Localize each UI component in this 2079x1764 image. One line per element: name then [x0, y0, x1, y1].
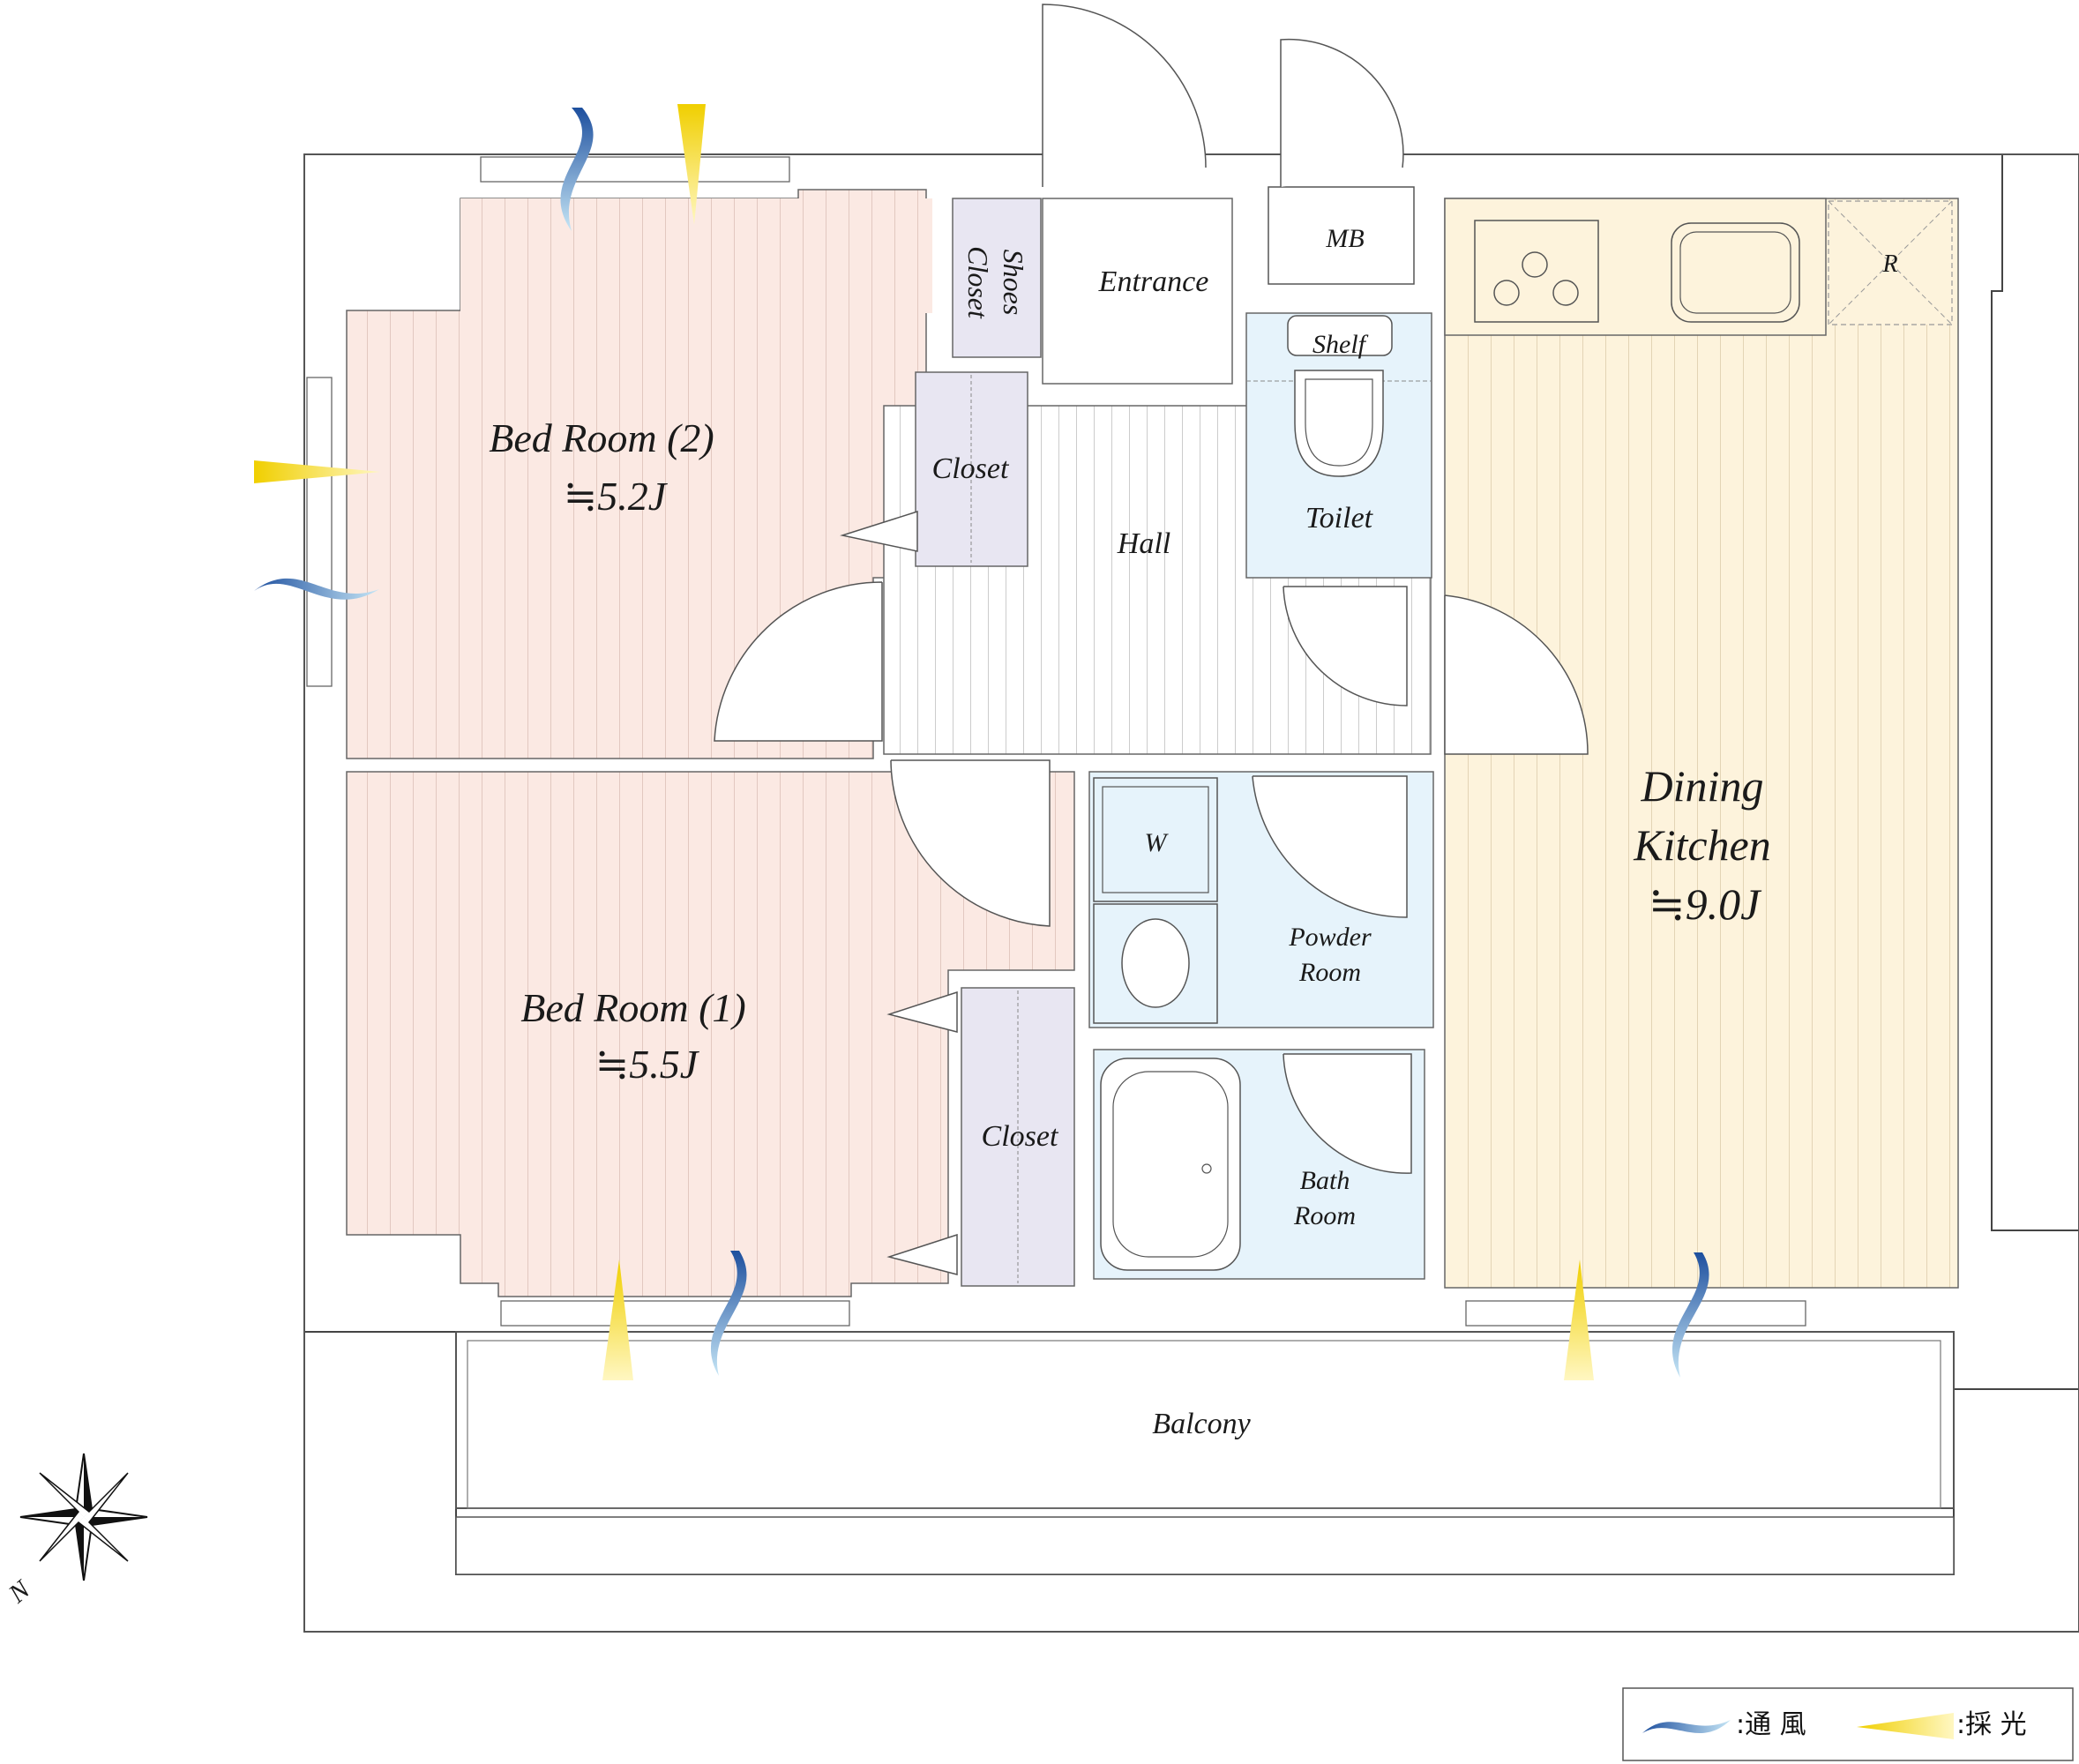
bedroom-2-size: ≒5.2J — [564, 474, 669, 519]
powder-door — [1252, 775, 1408, 918]
window — [480, 156, 790, 183]
powder-label-line2: Room — [1298, 958, 1361, 987]
meter-box — [1268, 186, 1415, 285]
light-arrow-icon — [254, 460, 381, 483]
light-arrow-icon — [1564, 1259, 1594, 1380]
legend-light-icon — [1857, 1713, 1954, 1739]
burner-icon — [1493, 280, 1520, 306]
shelf — [1287, 315, 1393, 356]
burner-icon — [1522, 251, 1548, 278]
bath-label-line2: Room — [1293, 1201, 1356, 1230]
toilet-bowl-icon — [1294, 370, 1384, 477]
dining-door — [1444, 594, 1589, 755]
shelf-label: Shelf — [1312, 330, 1369, 359]
wind-arrow-icon — [710, 1251, 747, 1376]
bedroom-1-door — [890, 759, 1051, 927]
toilet-label: Toilet — [1305, 502, 1374, 534]
wind-arrow-icon — [560, 108, 594, 231]
closet-upper-label: Closet — [932, 452, 1010, 485]
entrance-floor — [1042, 198, 1233, 385]
bath-label-line1: Bath — [1300, 1166, 1350, 1195]
burner-icon — [1552, 280, 1579, 306]
window — [306, 377, 333, 687]
closet-door-icon — [886, 1233, 958, 1275]
balcony — [455, 1331, 1955, 1509]
legend-box — [1622, 1687, 2074, 1761]
compass-north-label: N — [3, 1573, 37, 1609]
bedroom-2-door — [714, 581, 883, 742]
legend-wind-label: :通 風 — [1736, 1709, 1806, 1740]
dining-label-line1: Dining — [1641, 761, 1764, 811]
bedroom-1-label: Bed Room (1) — [520, 985, 745, 1030]
closet-lower — [961, 987, 1075, 1287]
entrance-door — [1042, 4, 1207, 187]
dining-label-line2: Kitchen — [1633, 820, 1771, 870]
closet-door-icon — [840, 510, 918, 552]
shoes-closet-label-line2: Closet — [962, 246, 994, 319]
bedroom-1-size: ≒5.5J — [595, 1042, 700, 1087]
washer-label: W — [1145, 828, 1170, 857]
mb-door — [1280, 38, 1404, 187]
balcony-label: Balcony — [1152, 1408, 1251, 1440]
window — [1465, 1300, 1806, 1327]
dining-size: ≒9.0J — [1649, 879, 1762, 929]
entrance-label: Entrance — [1098, 265, 1209, 298]
washer-space — [1093, 777, 1218, 902]
legend-light-label: :採 光 — [1956, 1709, 2027, 1740]
shoes-closet — [952, 198, 1042, 358]
powder-label-line1: Powder — [1288, 923, 1372, 952]
window — [500, 1300, 850, 1327]
kitchen-sink — [1671, 222, 1800, 323]
bedroom-1-floor — [346, 771, 1075, 1297]
wind-arrow-icon — [254, 578, 379, 600]
mb-label: MB — [1325, 224, 1364, 253]
hall-label: Hall — [1117, 527, 1170, 560]
closet-door-icon — [886, 990, 958, 1033]
bedroom-2-label: Bed Room (2) — [489, 415, 714, 460]
compass-icon — [19, 1453, 148, 1581]
closet-lower-label: Closet — [982, 1120, 1059, 1153]
bedroom-2-floor-top — [460, 198, 932, 313]
bath-door — [1283, 1053, 1412, 1174]
shoes-closet-label-line1: Shoes — [998, 250, 1029, 316]
washbasin-icon — [1121, 918, 1190, 1008]
fridge-label: R — [1881, 250, 1897, 278]
light-arrow-icon — [602, 1259, 633, 1380]
wind-arrow-icon — [1671, 1252, 1709, 1378]
legend-wind-icon — [1642, 1720, 1731, 1733]
bathtub-icon — [1100, 1058, 1241, 1271]
light-arrow-icon — [677, 104, 706, 225]
stove — [1474, 220, 1599, 323]
toilet-door — [1283, 586, 1408, 706]
